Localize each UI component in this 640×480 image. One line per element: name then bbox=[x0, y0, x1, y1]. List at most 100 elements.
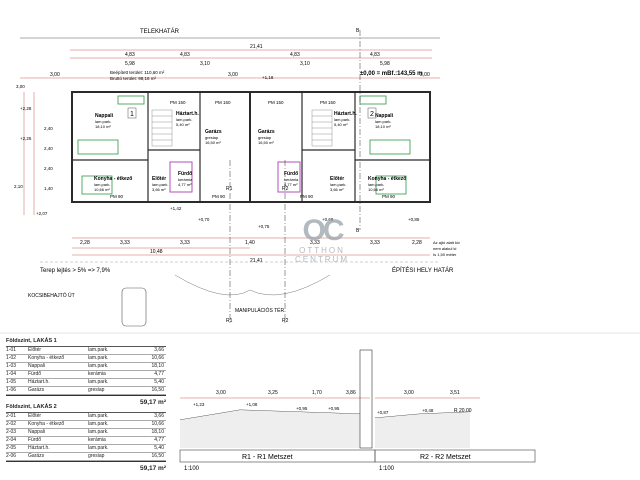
left-dim: +2,25 bbox=[20, 136, 32, 141]
left-dim: +2,28 bbox=[20, 106, 32, 111]
section2-dim: R 20,00 bbox=[454, 408, 472, 414]
room-sub: lam.park. bbox=[152, 182, 168, 187]
section2-scale: 1:100 bbox=[379, 466, 395, 472]
room-name: Garázs bbox=[205, 129, 222, 135]
bottom-dim: 1,40 bbox=[245, 240, 255, 246]
top-dim-g: 3,10 bbox=[200, 61, 210, 67]
room-name: Előtér bbox=[152, 176, 166, 182]
room-sub: lam.park. bbox=[94, 182, 110, 187]
room-sub: lam.park. bbox=[95, 119, 111, 124]
top-dim-k: 3,00 bbox=[420, 72, 430, 78]
room-area: 18,10 m² bbox=[95, 124, 111, 129]
section1-dim: 3,00 bbox=[216, 390, 226, 396]
room-name: Garázs bbox=[258, 129, 275, 135]
room-sub: lam.park. bbox=[368, 182, 384, 187]
unit-number: 2 bbox=[370, 111, 374, 118]
section-mark: B bbox=[356, 228, 360, 234]
bottom-dim: 3,33 bbox=[370, 240, 380, 246]
unit-number-box bbox=[127, 107, 137, 119]
table-title: Földszint, LAKÁS 1 bbox=[6, 338, 166, 347]
top-dim-h: 3,10 bbox=[300, 61, 310, 67]
section-mark: B bbox=[356, 28, 360, 34]
bottom-dim-total: 21,41 bbox=[250, 258, 263, 264]
section2-title-box bbox=[374, 449, 536, 463]
built-area-note: Beépített terület: 110,60 m² bbox=[110, 70, 165, 75]
room-name: Konyha - étkező bbox=[368, 176, 406, 182]
top-dim-d: 4,83 bbox=[370, 52, 380, 58]
bottom-dim: 2,28 bbox=[80, 240, 90, 246]
maneuver-curve bbox=[174, 274, 331, 296]
level-marker: +0,68 bbox=[322, 217, 334, 222]
left-dim: 2,40 bbox=[44, 126, 53, 131]
room-name: Háztart.h. bbox=[176, 111, 199, 117]
room-area: 3,66 m² bbox=[152, 187, 166, 192]
interior-walls bbox=[72, 92, 430, 202]
building-line-label: ÉPÍTÉSI HELY HATÁR bbox=[392, 267, 454, 274]
level-marker: +0,75 bbox=[258, 224, 270, 229]
section1-ground-fill bbox=[180, 410, 360, 448]
room-area: 5,40 m² bbox=[334, 122, 348, 127]
rooms-left: Nappali lam.park. 18,10 m² Háztart.h. la… bbox=[94, 111, 222, 192]
room-sub: lam.park. bbox=[330, 182, 346, 187]
left-dim: 2,10 bbox=[14, 184, 23, 189]
top-dim-b: 4,83 bbox=[180, 52, 190, 58]
table-title: Földszint, LAKÁS 2 bbox=[6, 404, 166, 413]
section-mark: R2 bbox=[282, 186, 289, 192]
table-total: 59,17 m² bbox=[6, 395, 166, 406]
section2-title: R2 - R2 Metszet bbox=[420, 454, 471, 461]
room-name: Konyha - étkező bbox=[94, 176, 132, 182]
level-marker: +1,18 bbox=[262, 75, 274, 80]
floor-level-label: ±0,00 = mBf.:143,55 m bbox=[360, 71, 423, 77]
stairs bbox=[151, 109, 333, 147]
section2-dim: 3,51 bbox=[450, 390, 460, 396]
room-sub: kerámia bbox=[284, 177, 299, 182]
left-dim: 2,40 bbox=[44, 146, 53, 151]
unit-number: 1 bbox=[130, 111, 134, 118]
window-label: PM 90 bbox=[110, 194, 124, 199]
section1-scale: 1:100 bbox=[184, 466, 200, 472]
boundary-label: TELEKHATÁR bbox=[140, 28, 180, 35]
room-area: 16,50 m² bbox=[258, 140, 274, 145]
top-dim-e: 5,98 bbox=[125, 61, 135, 67]
room-sub: gresiap bbox=[258, 135, 272, 140]
room-sub: kerámia bbox=[178, 177, 193, 182]
bottom-dim: 2,28 bbox=[412, 240, 422, 246]
side-note: Az ajtó alatt kiv bbox=[433, 240, 460, 245]
room-name: Nappali bbox=[95, 113, 114, 119]
table-total: 59,17 m² bbox=[6, 461, 166, 472]
section1-dim: 1,70 bbox=[312, 390, 322, 396]
watermark-glyph: OC bbox=[302, 214, 345, 247]
bottom-dim: 3,33 bbox=[310, 240, 320, 246]
room-name: Előtér bbox=[330, 176, 344, 182]
room-area: 5,40 m² bbox=[176, 122, 190, 127]
room-sub: gresiap bbox=[205, 135, 219, 140]
room-sub: lam.park. bbox=[375, 119, 391, 124]
top-dim-j: 3,00 bbox=[228, 72, 238, 78]
section-mark: R1 bbox=[226, 318, 233, 324]
window-label: PM 150 bbox=[320, 100, 336, 105]
section1-building-edge bbox=[359, 349, 373, 449]
section1-dim: 3,86 bbox=[346, 390, 356, 396]
section1-level: +1,08 bbox=[246, 402, 258, 407]
top-dim-a: 4,83 bbox=[125, 52, 135, 58]
window-label: PM 150 bbox=[268, 100, 284, 105]
room-name: Háztart.h. bbox=[334, 111, 357, 117]
window-label: PM 150 bbox=[170, 100, 186, 105]
side-note: nem alakul ki bbox=[433, 246, 456, 251]
room-name: Fürdő bbox=[284, 171, 298, 177]
section2-level: +0,87 bbox=[377, 410, 389, 415]
window-label: PM 90 bbox=[382, 194, 396, 199]
section-mark: R2 bbox=[282, 318, 289, 324]
window-label: PM 150 bbox=[215, 100, 231, 105]
window-label: PM 90 bbox=[212, 194, 226, 199]
terrain-note: Terep lejtés > 5% => 7,9% bbox=[40, 268, 111, 274]
section1-title: R1 - R1 Metszet bbox=[242, 454, 293, 461]
top-dimension-lines bbox=[20, 49, 440, 79]
level-marker: +1,42 bbox=[170, 206, 182, 211]
